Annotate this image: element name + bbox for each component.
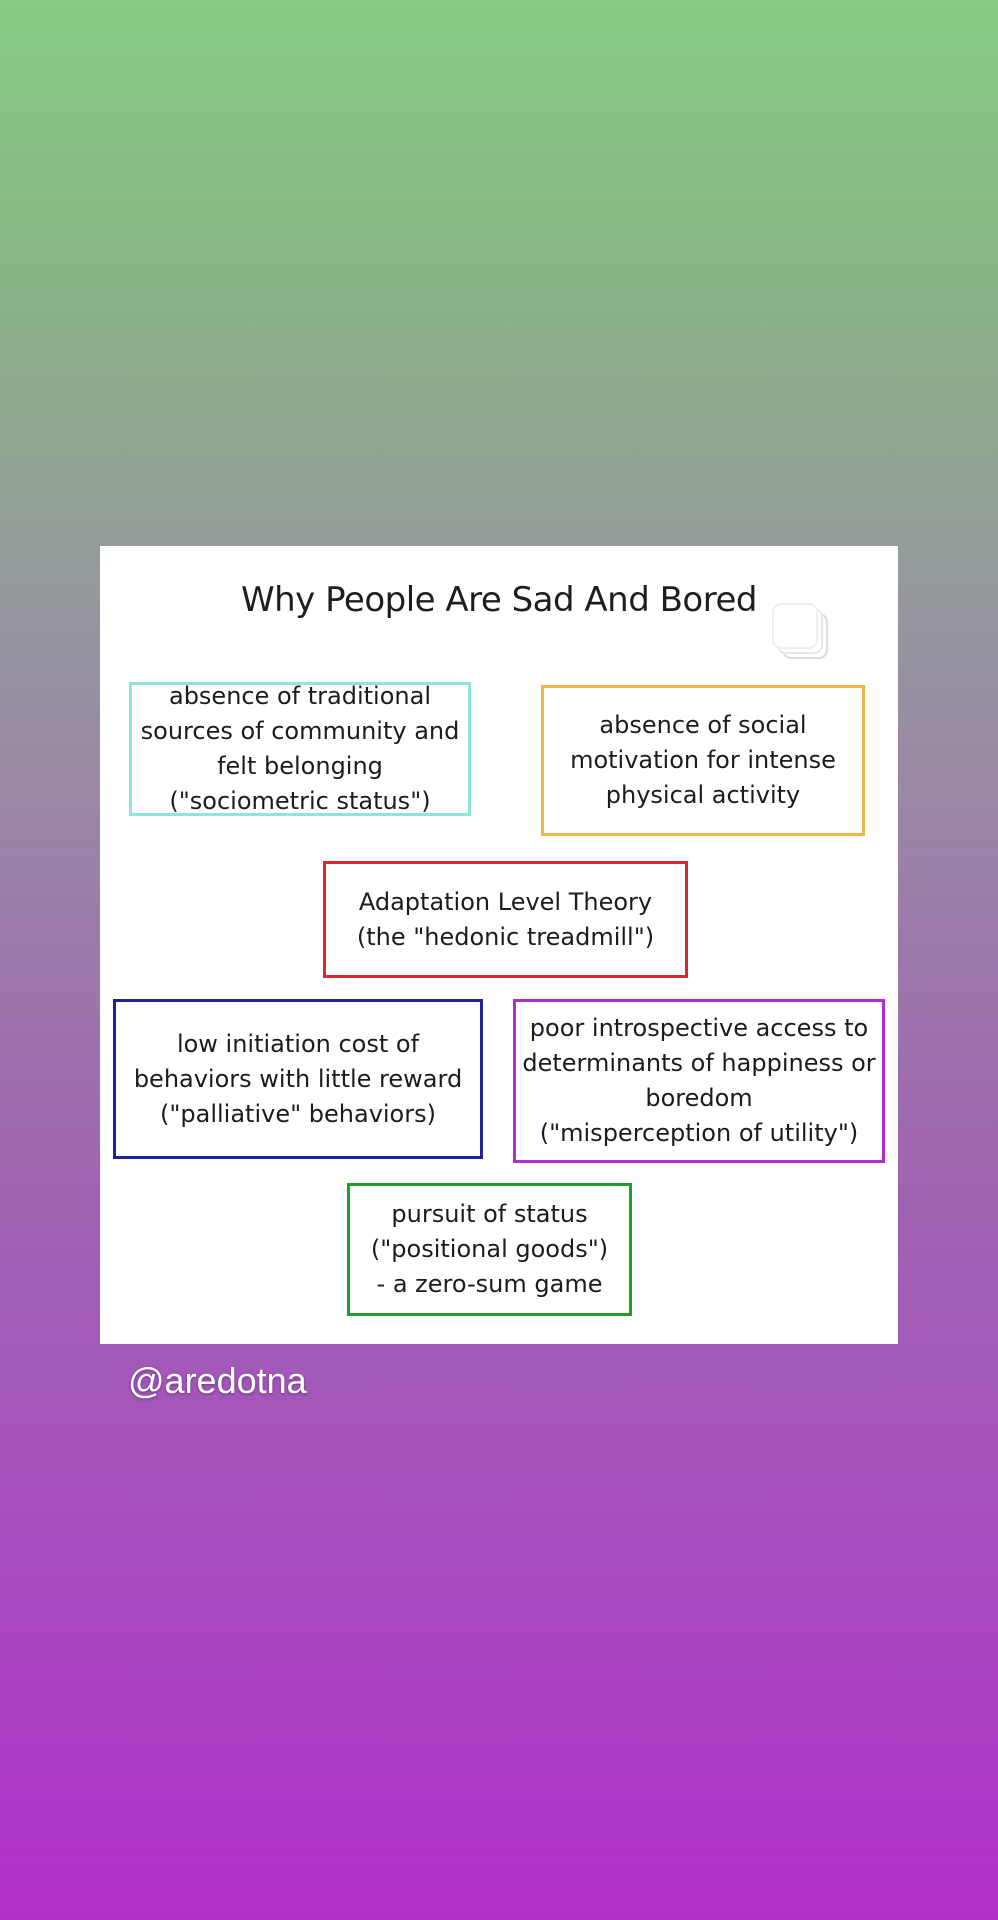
box-palliative-behaviors-text: low initiation cost of behaviors with li…: [133, 1029, 463, 1128]
post-image: Why People Are Sad And Bored absence of …: [100, 546, 898, 1344]
box-adaptation-theory: Adaptation Level Theory (the "hedonic tr…: [323, 861, 688, 978]
box-community-text: absence of traditional sources of commun…: [140, 682, 460, 815]
box-introspective-access-text: poor introspective access to determinant…: [522, 1014, 876, 1147]
username-sticker[interactable]: @aredotna: [128, 1360, 307, 1401]
box-community: absence of traditional sources of commun…: [129, 682, 471, 816]
diagram-title: Why People Are Sad And Bored: [241, 580, 757, 620]
box-status-pursuit-text: pursuit of status ("positional goods") -…: [370, 1200, 609, 1298]
box-palliative-behaviors: low initiation cost of behaviors with li…: [113, 999, 483, 1159]
multiple-images-icon: [772, 603, 828, 659]
box-physical-activity: absence of social motivation for intense…: [541, 685, 865, 836]
box-physical-activity-text: absence of social motivation for intense…: [570, 711, 836, 809]
box-introspective-access: poor introspective access to determinant…: [513, 999, 885, 1163]
box-status-pursuit: pursuit of status ("positional goods") -…: [347, 1183, 632, 1316]
box-adaptation-theory-text: Adaptation Level Theory (the "hedonic tr…: [356, 887, 655, 951]
